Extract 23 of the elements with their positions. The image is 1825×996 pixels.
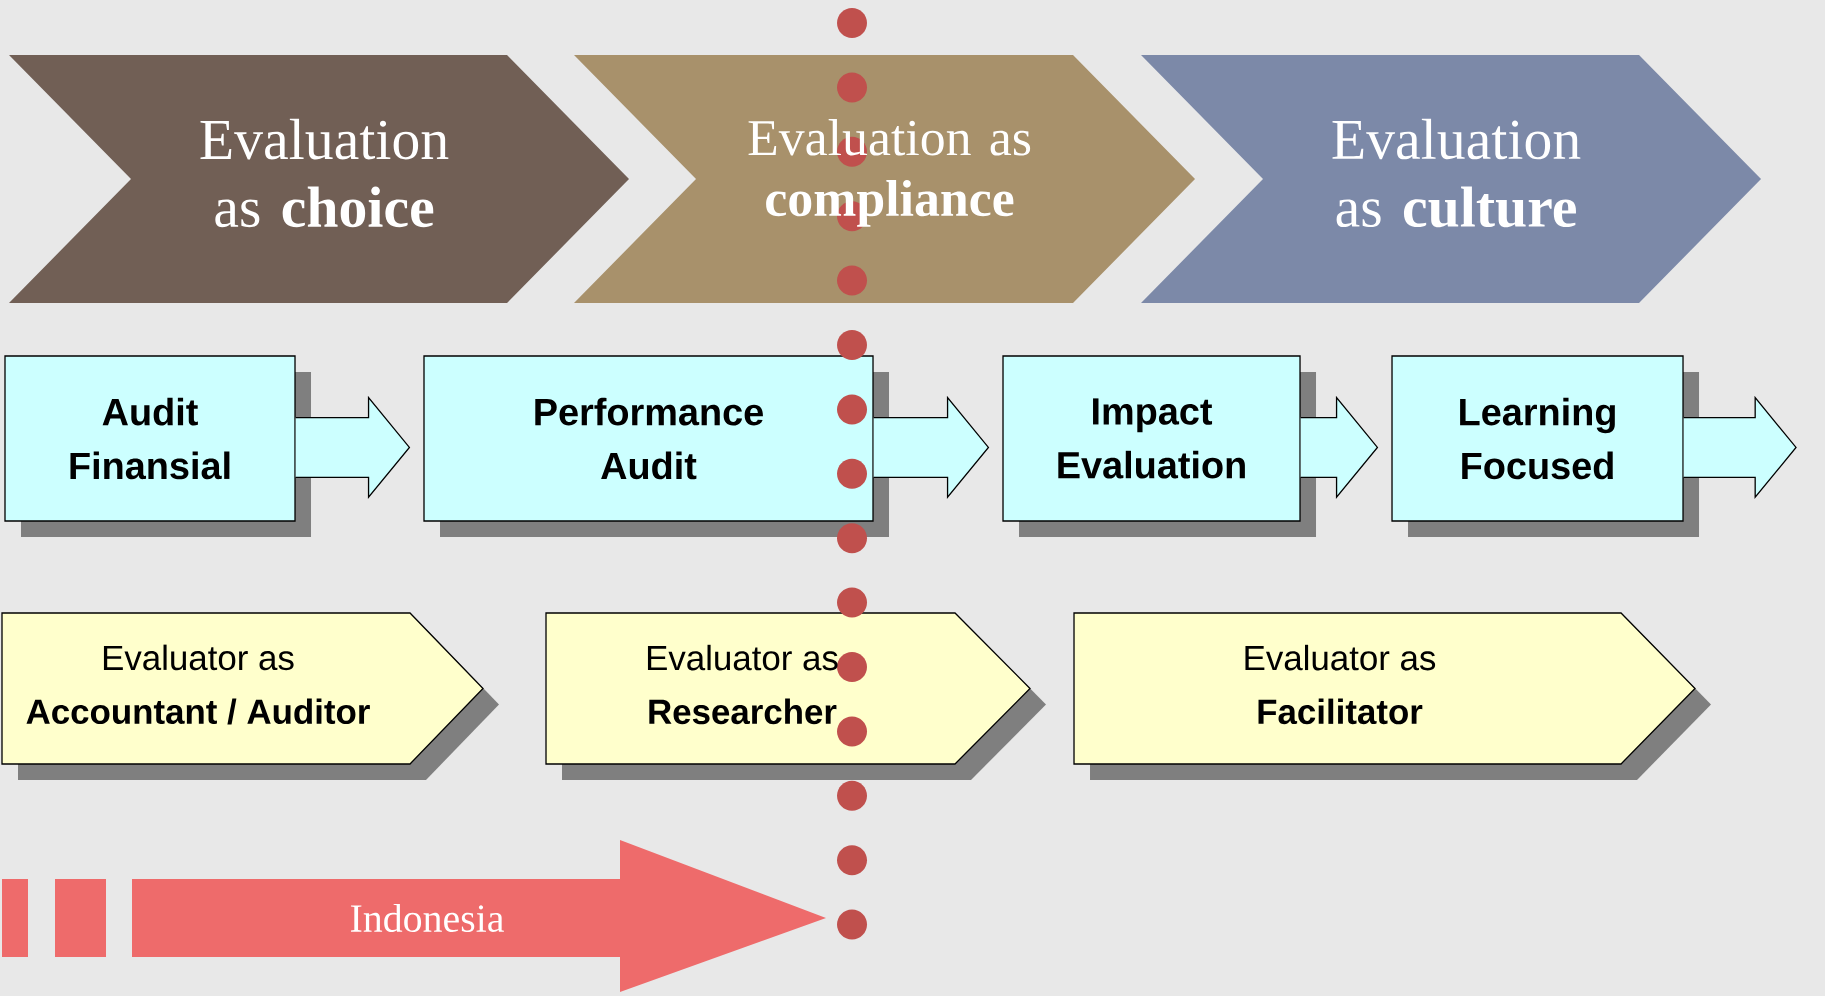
process-step bbox=[1141, 55, 1761, 303]
node-label: Researcher bbox=[649, 698, 837, 725]
label-banner bbox=[545, 612, 1046, 780]
node-label: Evaluator as bbox=[647, 644, 838, 671]
node-label: Evaluation as culture bbox=[1332, 118, 1581, 228]
block-arrow bbox=[1300, 395, 1379, 500]
node-label: Evaluation as choice bbox=[200, 118, 449, 228]
block-arrow bbox=[873, 395, 990, 500]
block-arrow bbox=[295, 395, 411, 500]
label-banner bbox=[1073, 612, 1711, 780]
node-label: Accountant / Auditor bbox=[26, 698, 370, 725]
node-label: Evaluator as bbox=[103, 644, 294, 671]
block-arrow bbox=[1683, 395, 1797, 500]
node-label: Facilitator bbox=[1258, 698, 1423, 725]
process-step bbox=[574, 55, 1195, 303]
node-label: Evaluation as compliance bbox=[748, 119, 1031, 227]
node-label: Evaluator as bbox=[1245, 644, 1436, 671]
process-step bbox=[9, 55, 629, 303]
process-box: Audit Finansial bbox=[4, 355, 311, 537]
process-box: Performance Audit bbox=[423, 355, 889, 537]
label-banner bbox=[1, 612, 499, 780]
process-box: Impact Evaluation bbox=[1002, 355, 1316, 537]
process-box: Learning Focused bbox=[1391, 355, 1699, 537]
